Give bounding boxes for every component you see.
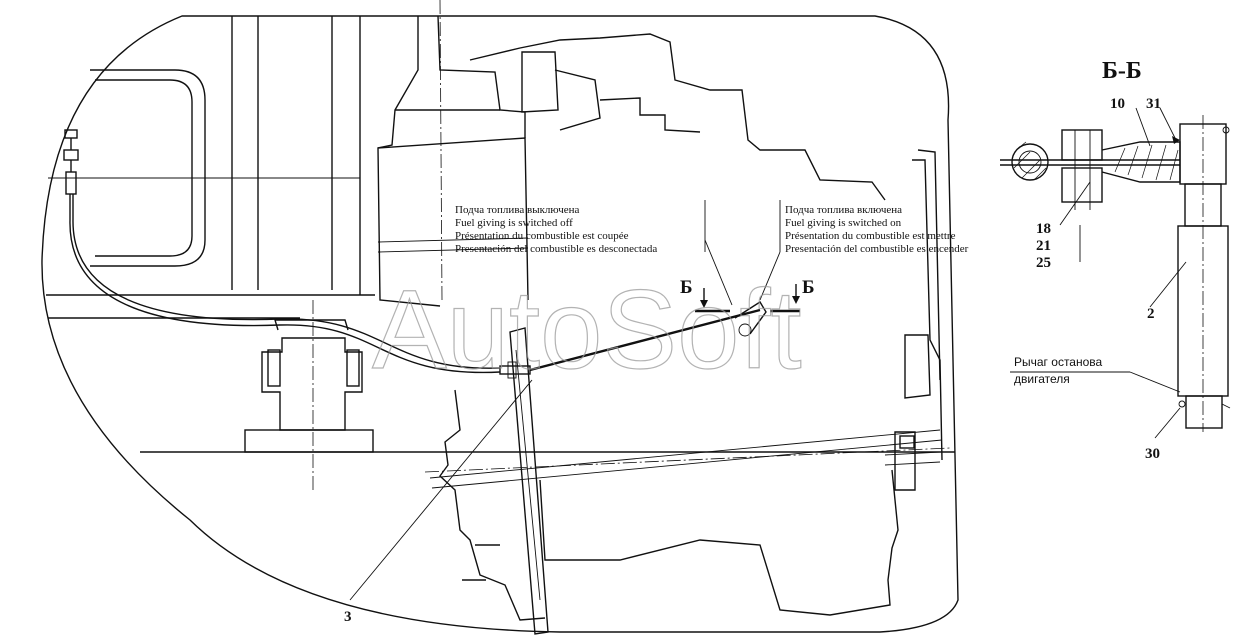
callout-25: 25	[1036, 255, 1051, 271]
annotation-fuel-on: Подча топлива включена Fuel giving is sw…	[785, 204, 969, 255]
watermark: AutoSoft	[372, 267, 802, 392]
section-cut-marks: Б Б	[680, 277, 815, 313]
fuel-on-line-en: Fuel giving is switched on	[785, 217, 902, 229]
fuel-on-line-es: Presentación del combustible es encender	[785, 243, 969, 255]
fuel-off-line-ru: Подча топлива выключена	[455, 204, 580, 216]
engine-stop-lever-label-1: Рычаг останова	[1014, 355, 1103, 369]
annotation-fuel-off: Подча топлива выключена Fuel giving is s…	[455, 204, 657, 255]
callout-18: 18	[1036, 221, 1051, 237]
fuel-on-line-fr: Présentation du combustible est mettre	[785, 230, 956, 242]
section-view-title: Б-Б	[1102, 58, 1142, 84]
callout-30: 30	[1145, 446, 1160, 462]
callout-2: 2	[1147, 306, 1155, 322]
section-marker-left: Б	[680, 277, 693, 298]
section-marker-right: Б	[802, 277, 815, 298]
fuel-cable	[63, 129, 767, 379]
fuel-off-line-en: Fuel giving is switched off	[455, 217, 573, 229]
callout-31: 31	[1146, 96, 1161, 112]
view-boundary	[41, 15, 959, 633]
callout-10: 10	[1110, 96, 1125, 112]
engine-stop-lever-label-2: двигателя	[1014, 372, 1070, 386]
fuel-on-line-ru: Подча топлива включена	[785, 204, 902, 216]
callout-21: 21	[1036, 238, 1051, 254]
callout-3: 3	[344, 609, 352, 625]
fuel-off-line-es: Presentación del combustible es desconec…	[455, 243, 657, 255]
fuel-off-line-fr: Présentation du combustible est coupée	[455, 230, 629, 242]
main-view	[41, 0, 959, 635]
section-view: Б-Б	[1000, 58, 1231, 462]
